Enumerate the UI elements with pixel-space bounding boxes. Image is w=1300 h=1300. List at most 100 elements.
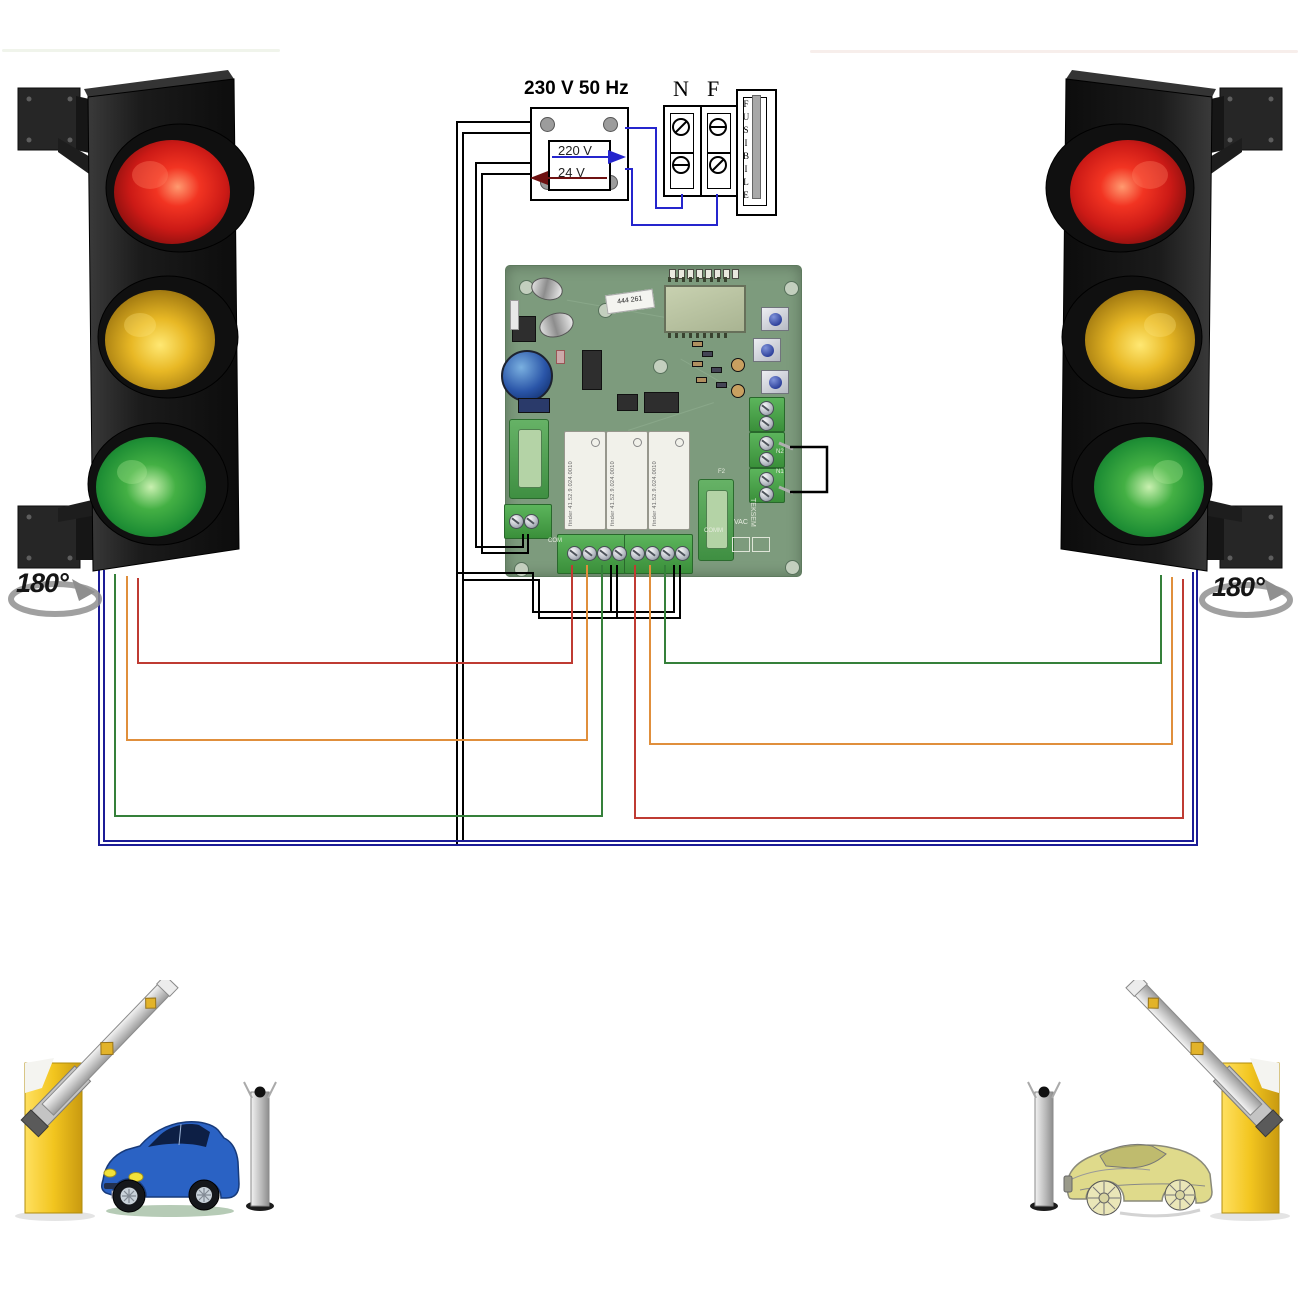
car-wheel [112, 1179, 146, 1213]
terminal-screw[interactable] [645, 546, 660, 561]
terminal-label-n1: N1 [776, 469, 784, 475]
transformer-screw [540, 117, 555, 132]
diode [556, 350, 565, 364]
resistor [702, 351, 713, 357]
barrier-scene [15, 980, 1290, 1221]
fuse-window [517, 429, 543, 488]
terminal-cell [670, 113, 694, 153]
blue-car [101, 1121, 240, 1217]
capacitor [528, 274, 566, 304]
resistor [711, 367, 722, 373]
control-board: 444 261 N2 N1 finder 41. [501, 265, 802, 577]
barrier-boom[interactable] [20, 980, 181, 1138]
terminal-screw[interactable] [630, 546, 645, 561]
wire-blue-bus [98, 568, 1198, 846]
terminal-screw[interactable] [759, 487, 774, 502]
brand-label: TEKSEM [749, 498, 756, 527]
ic-chip [617, 394, 638, 411]
wire-green-left [114, 565, 603, 817]
car-windows [148, 1124, 210, 1147]
terminal-screw[interactable] [759, 452, 774, 467]
relay: finder 41.52.9.024.0010 [564, 431, 606, 530]
button-cap [760, 343, 774, 357]
component [518, 398, 550, 413]
terminal-cell [707, 113, 731, 153]
fuse-window [705, 489, 729, 550]
serial-sticker: 444 261 [604, 288, 656, 315]
ic-chip [644, 392, 679, 413]
barrier-boom[interactable] [1123, 980, 1284, 1138]
mount-hole [784, 281, 799, 296]
wire-red-left [137, 565, 573, 664]
post-cap [25, 1058, 54, 1093]
wire-blue-bus [103, 570, 1194, 842]
barrier-post [1221, 1062, 1280, 1214]
silkscreen-table [732, 537, 750, 552]
terminal-screw[interactable] [660, 546, 675, 561]
menu-button[interactable] [761, 307, 789, 331]
terminal-screw[interactable] [509, 514, 524, 529]
resistor [696, 377, 707, 383]
vac-label: VAC [734, 519, 748, 526]
connector [510, 300, 519, 330]
relay-label: finder 41.52.9.024.0010 [652, 460, 658, 526]
down-button[interactable] [761, 370, 789, 394]
wire-orange-right [649, 565, 1173, 745]
fuse-holder-f2 [698, 479, 734, 561]
wire-green-right [664, 565, 1162, 664]
lcd-pins-top [668, 277, 727, 282]
headlight [103, 1168, 117, 1178]
grille [104, 1183, 132, 1189]
relay-label: finder 41.52.9.024.0010 [568, 460, 574, 526]
terminal-screw[interactable] [759, 401, 774, 416]
mount-hole [653, 359, 668, 374]
electrolytic-capacitor [501, 350, 553, 402]
silkscreen-table [752, 537, 770, 552]
relay-logo [675, 438, 684, 447]
trimmer [731, 358, 745, 372]
terminal-screw[interactable] [582, 546, 597, 561]
sketch-car [1063, 1143, 1213, 1218]
com-label: COM [548, 538, 562, 544]
car-cabin [1099, 1143, 1167, 1169]
car-wheel [1086, 1180, 1122, 1216]
car-wheel [1164, 1179, 1196, 1211]
resistor [692, 341, 703, 347]
scan-artifact-strip [810, 50, 1298, 53]
relay: finder 41.52.9.024.0010 [648, 431, 690, 530]
relay-logo [591, 438, 600, 447]
power-rating-label: 230 V 50 Hz [524, 78, 629, 99]
left-photocell-post [243, 1081, 277, 1212]
fuse-cartridge [752, 95, 761, 199]
mount-hole [785, 560, 800, 575]
relay: finder 41.52.9.024.0010 [606, 431, 648, 530]
terminal-screw[interactable] [759, 436, 774, 451]
terminal-cell [707, 153, 731, 189]
comm-label: COMM [704, 528, 723, 534]
phase-label: F [707, 76, 720, 101]
terminal-screw[interactable] [759, 472, 774, 487]
scan-artifact-strip [2, 49, 280, 52]
terminal-screw[interactable] [524, 514, 539, 529]
terminal-screw[interactable] [597, 546, 612, 561]
car-wheel [188, 1179, 220, 1211]
pad-row [669, 269, 739, 279]
transformer-screw [603, 117, 618, 132]
left-barrier-gate [15, 980, 181, 1221]
car-body [101, 1121, 240, 1199]
terminal-cell [670, 153, 694, 189]
license-plate [111, 1190, 131, 1199]
terminal-screw[interactable] [675, 546, 690, 561]
transformer-core [548, 140, 611, 191]
terminal-screw[interactable] [612, 546, 627, 561]
up-button[interactable] [753, 338, 781, 362]
right-photocell-post [1027, 1081, 1061, 1212]
terminal-screw[interactable] [759, 416, 774, 431]
resistor [692, 361, 703, 367]
button-cap [768, 312, 782, 326]
right-traffic-light [1045, 69, 1283, 572]
relay-logo [633, 438, 642, 447]
terminal-screw[interactable] [567, 546, 582, 561]
